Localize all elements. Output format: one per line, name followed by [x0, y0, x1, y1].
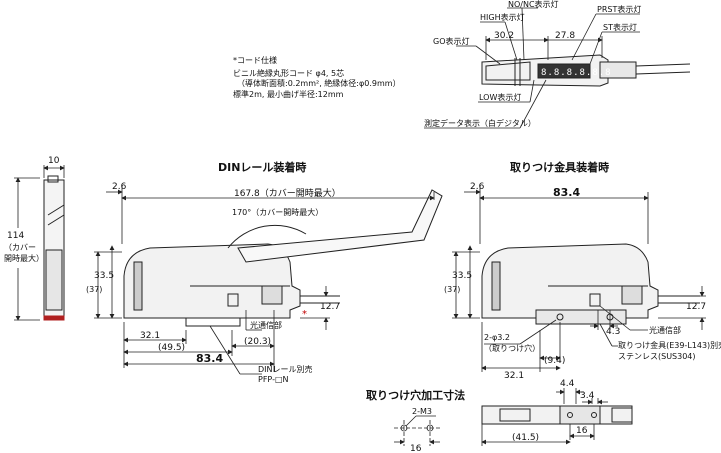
din-dim-12-7: 12.7: [320, 302, 340, 312]
bk-dim-32-1: 32.1: [504, 371, 524, 381]
din-dim-33-5: 33.5: [94, 271, 114, 281]
prst-indicator-label: PRST表示灯: [597, 4, 641, 14]
hole-detail-title: 取りつけ穴加工寸法: [366, 388, 465, 402]
bk-dim-9-4: (9.4): [544, 356, 565, 366]
din-amplifier-body: [123, 189, 443, 327]
din-dim-2-6: 2.6: [112, 182, 127, 192]
bk-dim-4-3: 4.3: [606, 327, 620, 337]
dim-27-8: 27.8: [555, 31, 575, 41]
bk-dim-83-4: 83.4: [553, 186, 580, 199]
side-height-note1: （カバー: [4, 243, 36, 252]
side-view-dims: [14, 165, 65, 321]
bottom-view-dims: [481, 388, 608, 446]
measured-display-label: 測定データ表示（白デジタル）: [424, 118, 536, 128]
bracket-dims: [452, 186, 706, 372]
bracket-view-title: 取りつけ金具装着時: [510, 160, 609, 174]
high-indicator-label: HIGH表示灯: [480, 12, 525, 22]
din-dim-37: (37): [86, 285, 102, 294]
hole-detail-drawing: [394, 415, 440, 446]
bk-dim-37: (37): [444, 285, 460, 294]
dim-30-2: 30.2: [494, 31, 514, 41]
bk-optical-label: 光通信部: [649, 325, 681, 335]
digital-display: 8.8.8.8.8.8: [541, 68, 612, 78]
din-dims: [94, 186, 435, 375]
bk-bracket-label1: 取りつけ金具(E39-L143)別売: [618, 340, 721, 350]
low-indicator-label: LOW表示灯: [479, 92, 521, 102]
bottom-dim-16: 16: [576, 426, 588, 436]
no-nc-indicator-label: NO/NC表示灯: [508, 0, 559, 9]
din-dim-49-5: (49.5): [158, 343, 185, 353]
bottom-dim-41-5: (41.5): [512, 433, 539, 443]
bk-dim-2-6: 2.6: [470, 182, 485, 192]
din-dim-167-8: 167.8（カバー開時最大）: [234, 187, 341, 199]
bottom-dim-3-4: 3.4: [580, 391, 595, 401]
cord-note-line4: 標準2m, 最小曲げ半径:12mm: [233, 89, 344, 99]
din-angle-170: 170°（カバー開時最大）: [232, 207, 323, 217]
go-indicator-label: GO表示灯: [433, 36, 470, 46]
din-dim-32-1: 32.1: [140, 331, 160, 341]
din-dim-83-4: 83.4: [196, 352, 223, 365]
hole-dim-16: 16: [410, 444, 422, 453]
cord-note-title: *コード仕様: [233, 55, 277, 65]
side-view: [43, 175, 65, 321]
top-amplifier-view: [481, 54, 691, 87]
bk-dim-33-5: 33.5: [452, 271, 472, 281]
top-callout-leaders: [424, 7, 640, 129]
hole-m3-label: 2-M3: [412, 407, 432, 416]
bk-dim-12-7: 12.7: [686, 302, 706, 312]
din-optical-label: 光通信部: [250, 320, 282, 330]
bk-hole-label2: （取りつけ穴）: [484, 343, 540, 353]
st-indicator-label: ST表示灯: [603, 22, 637, 32]
cord-note-line2: ビニル絶縁丸形コード φ4, 5芯: [233, 68, 344, 78]
bracket-amplifier-body: [481, 243, 700, 325]
cord-note-line3: （導体断面積:0.2mm², 絶縁体径:φ0.9mm）: [237, 78, 401, 88]
bottom-dim-4-4: 4.4: [560, 379, 575, 389]
top-dim-lines: [485, 36, 603, 60]
bottom-view-drawing: [481, 405, 633, 425]
din-dim-20-3: (20.3): [244, 337, 271, 347]
din-view-title: DINレール装着時: [218, 160, 306, 174]
bk-hole-label1: 2-φ3.2: [484, 333, 510, 342]
svg-text:8.8.8.8.8.8: 8.8.8.8.8.8: [541, 68, 612, 78]
din-red-asterisk: *: [302, 309, 307, 320]
bk-bracket-label2: ステンレス(SUS304): [618, 352, 696, 361]
side-height-note2: 開時最大）: [4, 253, 44, 263]
din-rail-label1: DINレール別売: [258, 364, 313, 374]
din-rail-label2: PFP-□N: [258, 375, 289, 384]
side-width-dim: 10: [48, 156, 60, 166]
side-height-dim: 114: [7, 231, 24, 241]
